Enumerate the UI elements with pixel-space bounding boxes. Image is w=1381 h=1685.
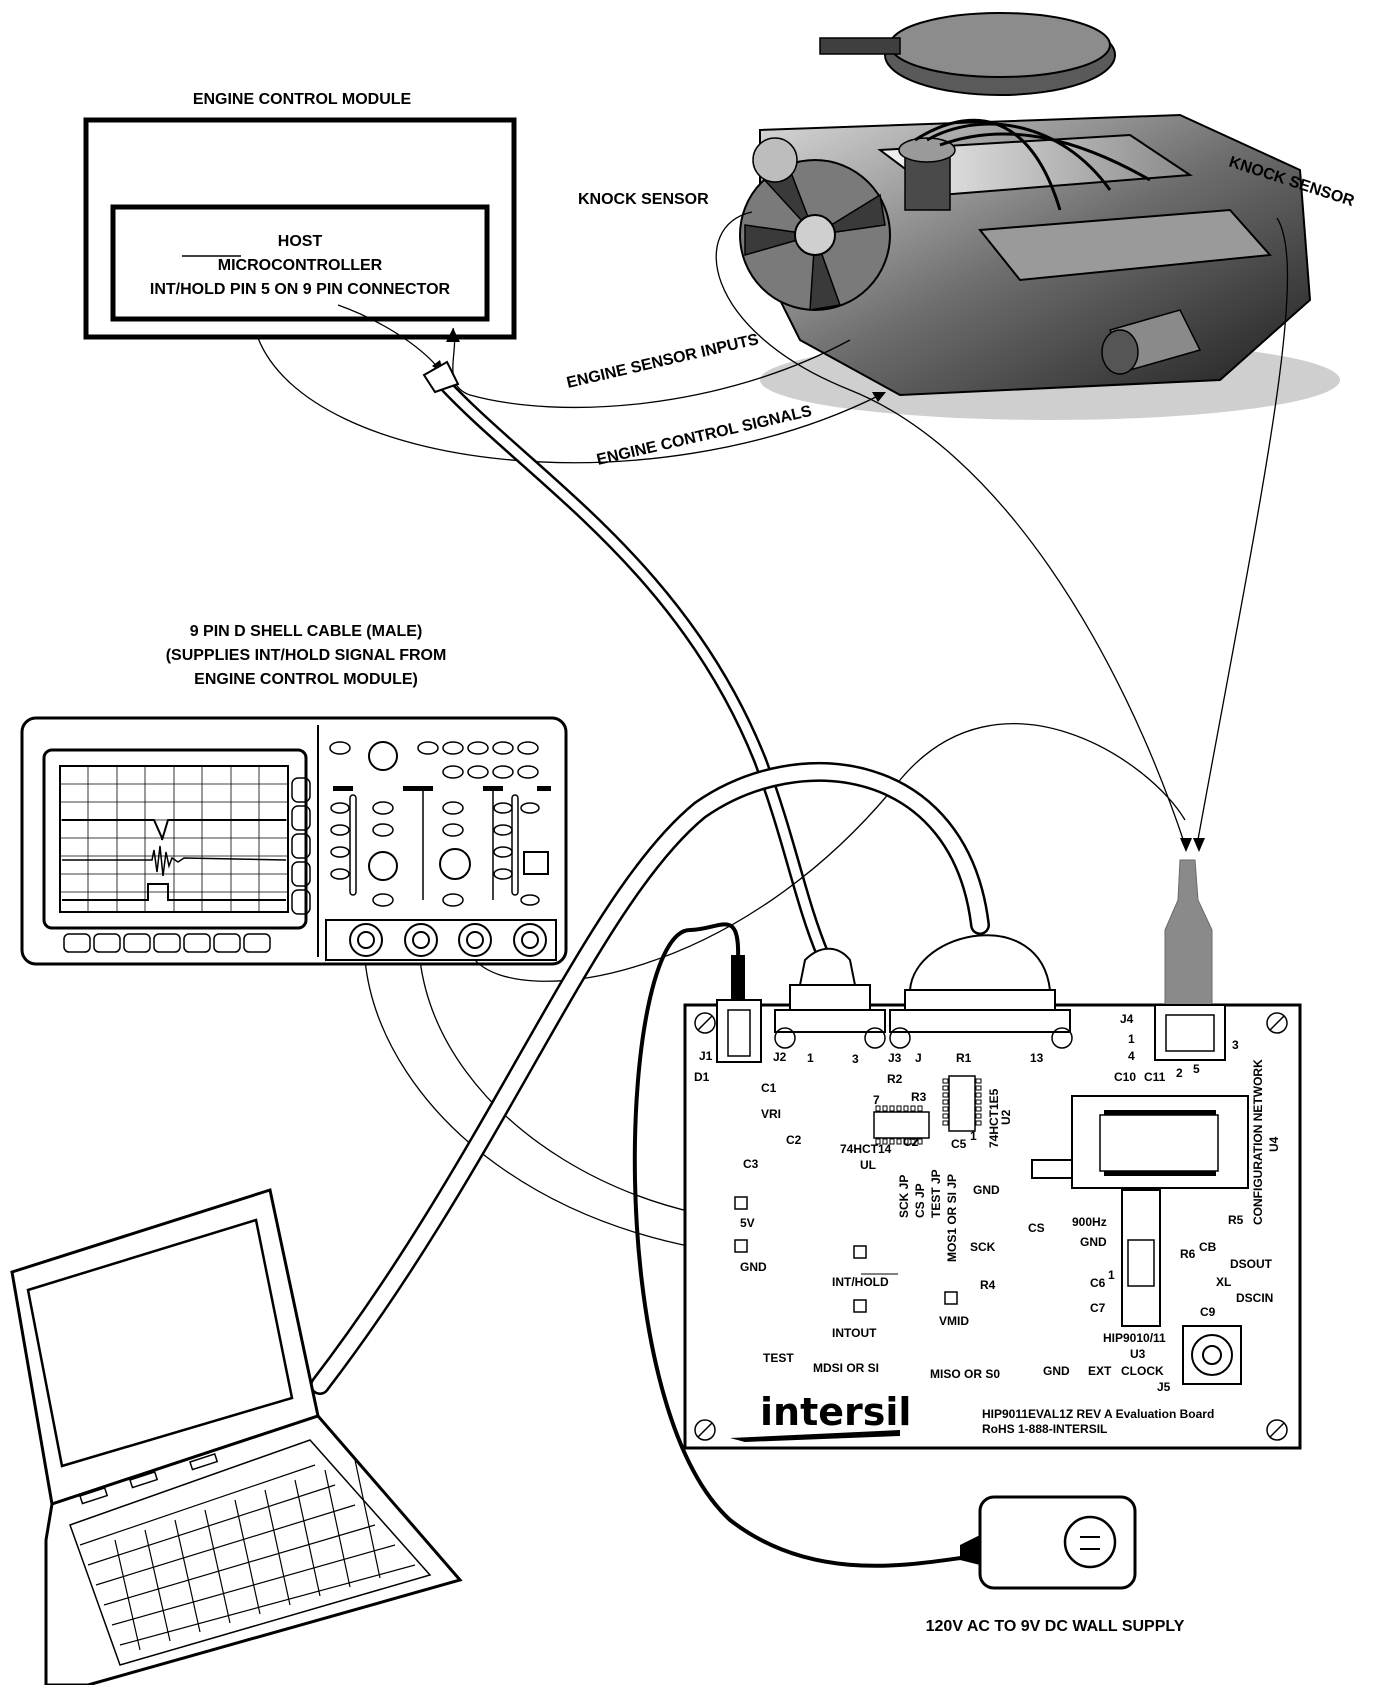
engine-illustration	[739, 12, 1340, 420]
engine-sensor-inputs-label: ENGINE SENSOR INPUTS	[565, 331, 761, 392]
label-r1: R1	[956, 1051, 972, 1065]
board-labels: J4 1 4 3 2 5 J1 D1 J2 1 3 J3 J R1 13 R2 …	[694, 1012, 1281, 1442]
label-74hct14: 74HCT14	[840, 1142, 892, 1156]
label-cs: CS	[1028, 1221, 1045, 1235]
label-c3: C3	[743, 1157, 759, 1171]
label-gnd-1: GND	[973, 1183, 1000, 1197]
label-vmid: VMID	[939, 1314, 969, 1328]
label-mdsi: MDSI OR SI	[813, 1361, 879, 1375]
intersil-logo: intersil	[760, 1390, 911, 1434]
power-cable	[632, 922, 979, 1568]
label-c10: C10	[1114, 1070, 1136, 1084]
label-intout: INTOUT	[832, 1326, 877, 1340]
laptop	[10, 1188, 463, 1685]
label-r4: R4	[980, 1278, 996, 1292]
label-clock: CLOCK	[1121, 1364, 1164, 1378]
label-cs-jp: CS JP	[913, 1183, 927, 1218]
label-rohs: RoHS 1-888-INTERSIL	[982, 1422, 1107, 1436]
label-c9: C9	[1200, 1305, 1216, 1319]
label-d1: D1	[694, 1070, 710, 1084]
label-74hct1e5: 74HCT1E5	[987, 1088, 1001, 1148]
label-u3: U3	[1130, 1347, 1146, 1361]
label-j3: J3	[888, 1051, 902, 1065]
label-pin1: 1	[970, 1129, 977, 1143]
label-j4-pin2: 2	[1176, 1066, 1183, 1080]
engine-control-signals-label: ENGINE CONTROL SIGNALS	[595, 403, 814, 469]
label-c6: C6	[1090, 1276, 1106, 1290]
host-label: HOST	[278, 233, 323, 250]
label-j4-pin4: 4	[1128, 1049, 1135, 1063]
label-r5: R5	[1228, 1213, 1244, 1227]
label-gnd-pad: GND	[740, 1260, 767, 1274]
label-u2: U2	[999, 1109, 1013, 1125]
label-gnd-3: GND	[1043, 1364, 1070, 1378]
label-ext: EXT	[1088, 1364, 1112, 1378]
label-j2-pin3: 3	[852, 1052, 859, 1066]
label-j4: J4	[1120, 1012, 1134, 1026]
label-gnd-2: GND	[1080, 1235, 1107, 1249]
knock-sensor-left-label: KNOCK SENSOR	[578, 191, 709, 208]
label-xl: XL	[1216, 1275, 1231, 1289]
wall-supply	[960, 1495, 1137, 1590]
ecm-title: ENGINE CONTROL MODULE	[193, 91, 412, 108]
label-c2-ic: C2	[903, 1135, 919, 1149]
label-configuration-network: CONFIGURATION NETWORK	[1251, 1059, 1265, 1225]
evaluation-board	[683, 859, 1302, 1450]
logo-underline	[730, 1430, 900, 1442]
label-5v: 5V	[740, 1216, 755, 1230]
serial-cable	[310, 761, 990, 1395]
label-ul: UL	[860, 1158, 876, 1172]
label-miso: MISO OR S0	[930, 1367, 1000, 1381]
label-900hz: 900Hz	[1072, 1215, 1107, 1229]
wall-supply-label: 120V AC TO 9V DC WALL SUPPLY	[926, 1618, 1185, 1635]
cable-label-3: ENGINE CONTROL MODULE)	[194, 671, 418, 688]
label-j: J	[915, 1051, 922, 1065]
label-c2: C2	[786, 1133, 802, 1147]
label-c5: C5	[951, 1137, 967, 1151]
signal-lines	[257, 211, 1289, 1264]
label-dsout: DSOUT	[1230, 1257, 1273, 1271]
d-shell-cable	[422, 360, 830, 962]
label-cb: CB	[1199, 1240, 1217, 1254]
label-r3: R3	[911, 1090, 927, 1104]
oscilloscope	[20, 716, 568, 966]
label-inthold: INT/HOLD	[832, 1275, 889, 1289]
label-u4: U4	[1267, 1136, 1281, 1152]
label-j2-pin1: 1	[807, 1051, 814, 1065]
cable-label-1: 9 PIN D SHELL CABLE (MALE)	[190, 623, 423, 640]
label-vri: VRI	[761, 1107, 781, 1121]
label-c1: C1	[761, 1081, 777, 1095]
label-j4-pin3: 3	[1232, 1038, 1239, 1052]
label-j1: J1	[699, 1049, 713, 1063]
label-r6: R6	[1180, 1247, 1196, 1261]
label-j4-pin1: 1	[1128, 1032, 1135, 1046]
label-pin7: 7	[873, 1093, 880, 1107]
inthold-pin-label: INT/HOLD PIN 5 ON 9 PIN CONNECTOR	[150, 281, 451, 298]
label-r2: R2	[887, 1072, 903, 1086]
microcontroller-label: MICROCONTROLLER	[218, 257, 383, 274]
label-mos1-jp: MOS1 OR SI JP	[945, 1174, 959, 1262]
label-j3-pin13: 13	[1030, 1051, 1044, 1065]
label-dscin: DSCIN	[1236, 1291, 1273, 1305]
ecm-box	[83, 117, 517, 340]
cable-label-2: (SUPPLIES INT/HOLD SIGNAL FROM	[166, 647, 447, 664]
label-test: TEST	[763, 1351, 794, 1365]
label-c7: C7	[1090, 1301, 1106, 1315]
label-j2: J2	[773, 1050, 787, 1064]
label-board-name: HIP9011EVAL1Z REV A Evaluation Board	[982, 1407, 1214, 1421]
label-j5: J5	[1157, 1380, 1171, 1394]
label-sck-jp: SCK JP	[897, 1175, 911, 1218]
label-test-jp: TEST JP	[929, 1169, 943, 1218]
label-c11: C11	[1144, 1070, 1166, 1084]
host-microcontroller-box	[110, 204, 490, 322]
label-j4-pin5: 5	[1193, 1062, 1200, 1076]
label-sck: SCK	[970, 1240, 996, 1254]
label-c6-pin1: 1	[1108, 1268, 1115, 1282]
label-hip9010-11: HIP9010/11	[1103, 1331, 1166, 1345]
